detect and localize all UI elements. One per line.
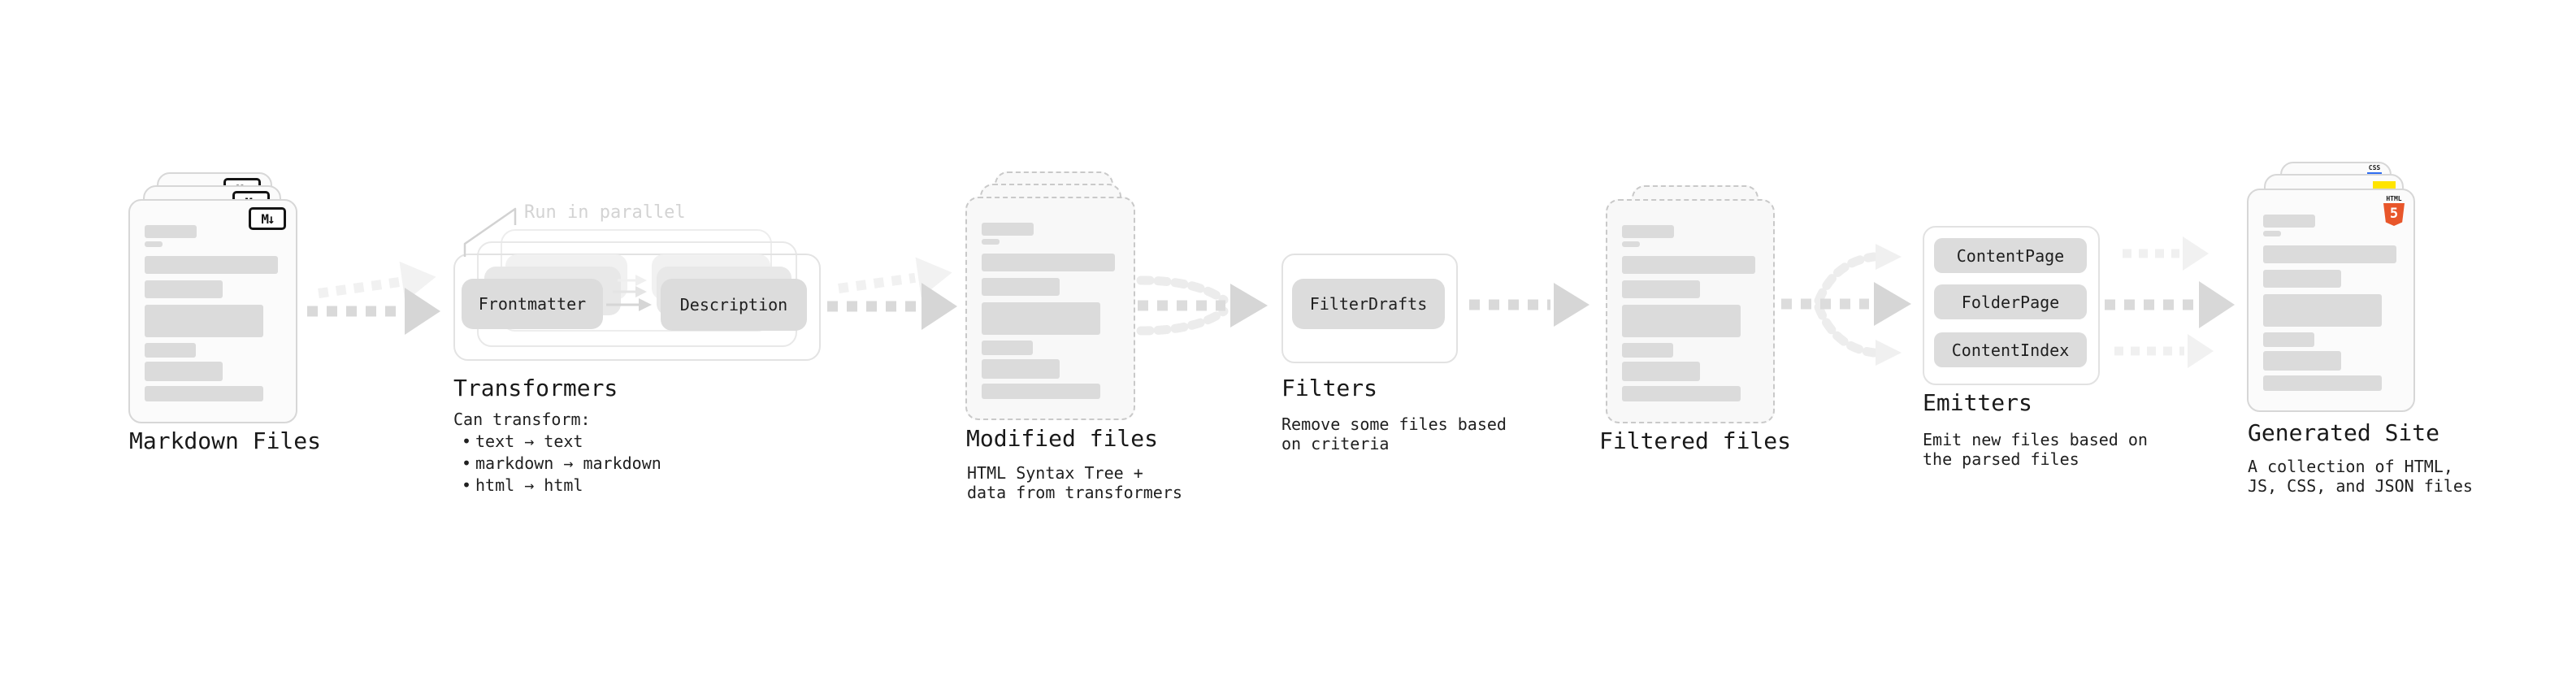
placeholder-line <box>145 343 196 358</box>
emitters-label: Emitters <box>1923 389 2032 416</box>
arrow-emitters-to-generated-top <box>2123 236 2209 271</box>
placeholder-line <box>982 302 1100 335</box>
generated-site-sublabel: A collection of HTML, JS, CSS, and JSON … <box>2248 457 2473 496</box>
filterdrafts-pill-label: FilterDrafts <box>1309 294 1428 314</box>
placeholder-line <box>1622 305 1741 337</box>
bullet-icon: • <box>462 432 472 451</box>
sublabel-line: the parsed files <box>1923 449 2079 469</box>
arrow-emitters-to-generated <box>2105 281 2235 328</box>
placeholder-line <box>2263 351 2341 371</box>
emitters-sublabel: Emit new files based on the parsed files <box>1923 430 2148 469</box>
placeholder-line <box>982 359 1060 379</box>
bullet-icon: • <box>462 475 472 495</box>
placeholder-line <box>2263 375 2382 391</box>
placeholder-line <box>145 362 223 381</box>
contentpage-pill: ContentPage <box>1934 238 2087 273</box>
filtered-files-label: Filtered files <box>1599 427 1792 454</box>
can-transform-heading: Can transform: <box>453 410 591 429</box>
modified-files-sublabel: HTML Syntax Tree + data from transformer… <box>967 463 1182 502</box>
sublabel-line: data from transformers <box>967 483 1182 502</box>
placeholder-line <box>982 223 1034 236</box>
frontmatter-pill-label: Frontmatter <box>478 294 587 314</box>
placeholder-line <box>2263 245 2396 263</box>
placeholder-line <box>145 386 263 401</box>
placeholder-line <box>1622 280 1700 298</box>
html5-icon: HTML 5 <box>2383 195 2405 226</box>
placeholder-line <box>2263 215 2315 228</box>
placeholder-line <box>1622 241 1640 247</box>
placeholder-line <box>1622 256 1755 274</box>
filters-sublabel: Remove some files based on criteria <box>1281 414 1507 453</box>
placeholder-line <box>1622 225 1674 238</box>
sublabel-line: JS, CSS, and JSON files <box>2248 476 2473 496</box>
arrow-filtered-to-emitters-split <box>1781 244 1911 366</box>
transform-bullet: •html → html <box>453 475 661 497</box>
sublabel-line: A collection of HTML, <box>2248 457 2453 476</box>
html5-icon-number: 5 <box>2389 206 2399 222</box>
contentpage-pill-label: ContentPage <box>1956 245 2065 266</box>
sublabel-line: Remove some files based <box>1281 414 1507 434</box>
transformers-label: Transformers <box>453 375 618 401</box>
placeholder-line <box>982 254 1115 271</box>
markdown-files-label: Markdown Files <box>129 427 322 454</box>
placeholder-line <box>982 340 1033 355</box>
sublabel-line: Emit new files based on <box>1923 430 2148 449</box>
generated-site-label: Generated Site <box>2248 419 2440 446</box>
arrow-transformers-to-modified-ghost <box>838 257 952 297</box>
placeholder-line <box>145 280 223 298</box>
placeholder-line <box>982 239 1000 245</box>
sublabel-line: HTML Syntax Tree + <box>967 463 1143 483</box>
folderpage-pill-label: FolderPage <box>1961 292 2060 312</box>
arrow-transformers-to-modified <box>827 283 957 330</box>
bullet-text: text → text <box>475 432 583 451</box>
markdown-file-card-front: M↓ <box>128 199 297 423</box>
filterdrafts-pill: FilterDrafts <box>1292 279 1445 329</box>
bullet-text: markdown → markdown <box>475 453 661 473</box>
filtered-file-card-front <box>1606 199 1775 423</box>
placeholder-line <box>982 278 1060 296</box>
arrow-modified-to-filters-merge <box>1136 275 1268 336</box>
modified-files-label: Modified files <box>966 425 1159 452</box>
bullet-icon: • <box>462 453 472 473</box>
filters-label: Filters <box>1281 375 1378 401</box>
run-in-parallel-annotation: Run in parallel <box>524 202 686 223</box>
arrow-emitters-to-generated-bottom <box>2114 334 2214 368</box>
folderpage-pill: FolderPage <box>1934 284 2087 319</box>
modified-file-card-front <box>965 197 1135 420</box>
generated-file-card-front: HTML 5 <box>2247 189 2415 412</box>
markdown-icon: M↓ <box>249 207 286 230</box>
transform-bullet: •text → text <box>453 431 661 453</box>
transformers-description: Can transform: •text → text •markdown → … <box>453 409 661 497</box>
arrow-markdown-to-transformers <box>307 288 440 335</box>
placeholder-line <box>2263 294 2382 327</box>
placeholder-line <box>1622 343 1673 358</box>
placeholder-line <box>2263 270 2341 288</box>
html5-icon-shield: 5 <box>2383 203 2405 226</box>
placeholder-line <box>982 384 1100 399</box>
html5-icon-word: HTML <box>2386 195 2402 202</box>
description-pill: Description <box>661 279 807 331</box>
css-icon-label: CSS <box>2368 164 2381 171</box>
sublabel-line: on criteria <box>1281 434 1390 453</box>
placeholder-line <box>1622 362 1700 381</box>
transform-bullet: •markdown → markdown <box>453 453 661 475</box>
bullet-text: html → html <box>475 475 583 495</box>
frontmatter-pill: Frontmatter <box>462 279 603 329</box>
placeholder-line <box>2263 332 2314 347</box>
arrow-markdown-to-transformers-ghost <box>318 261 436 302</box>
description-pill-label: Description <box>679 295 788 314</box>
placeholder-line <box>1622 386 1741 401</box>
placeholder-line <box>145 241 163 247</box>
contentindex-pill-label: ContentIndex <box>1951 340 2070 360</box>
markdown-icon-label: M↓ <box>261 210 275 227</box>
placeholder-line <box>145 256 278 274</box>
placeholder-line <box>2263 231 2281 236</box>
transformer-box-front <box>453 254 821 361</box>
arrow-filters-to-filtered <box>1469 283 1589 327</box>
contentindex-pill: ContentIndex <box>1934 332 2087 367</box>
placeholder-line <box>145 305 263 337</box>
placeholder-line <box>145 225 197 238</box>
